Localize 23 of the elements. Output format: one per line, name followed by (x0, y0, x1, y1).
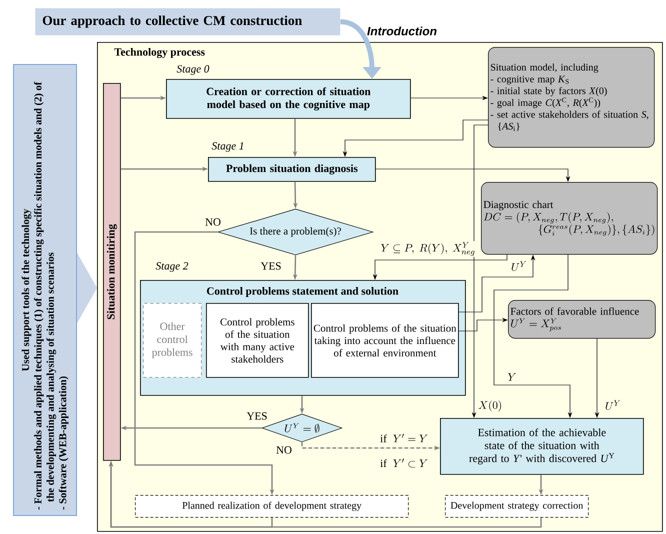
edge-label: $U^{Y}$ (604, 399, 622, 411)
info-box: Situation model, including - cognitive map K$_{S}$ - initial state by factors X(0) - goal image C(X$^{C}$, R(X$^{C}$)) - set active stakeholders of situation S, {AS$_{i}$} (488, 47, 655, 148)
stage-label: Stage 2 (156, 262, 188, 272)
info-box: Diagnostic chart $DC = (P, X_{neg}, T(P,X_{neg}),$ $\{G_i^{reas}(P, X_{neg})\},\{AS_i\})$ (481, 182, 658, 255)
edge-label: $U^{Y}$ (510, 260, 528, 272)
edge-label: $Y \subseteq P,\ R(Y),\ X^{Y}_{neg}$ (380, 241, 476, 257)
process-box: Creation or correction of situation model based on the cognitive map (166, 79, 411, 119)
title-banner: Our approach to collective CM construction (35, 8, 340, 36)
process-box: Other control problems (143, 303, 202, 378)
process-box: Problem situation diagnosis (208, 157, 376, 182)
edge-label: $X(0)$ (477, 400, 504, 412)
monitoring-bar: Situation monitiring (103, 83, 121, 461)
process-box: Control problems of the situation with many active stakeholders (206, 303, 309, 378)
process-box: Control problems of the situation taking into account the influence of external environment (311, 303, 459, 378)
result-box: Planned realization of development strategy (135, 495, 409, 518)
result-box: Development strategy correction (445, 495, 589, 518)
info-box: Factors of favorable influence $U^{Y} = X^{Y}_{pos}$ (508, 300, 656, 339)
process-box: Estimation of the achievable state of the situation with regard to Y' with discovered U$^{Y}$ (440, 418, 644, 475)
stage-label: Stage 0 (176, 65, 210, 75)
edge-label: Introduction (366, 26, 438, 36)
condition-label: $\mathrm{if}\;\; Y'\subset Y$ (379, 458, 429, 468)
condition-label: $\mathrm{if}\;\; Y'=Y$ (379, 432, 429, 444)
stage-label: Stage 1 (212, 142, 244, 152)
